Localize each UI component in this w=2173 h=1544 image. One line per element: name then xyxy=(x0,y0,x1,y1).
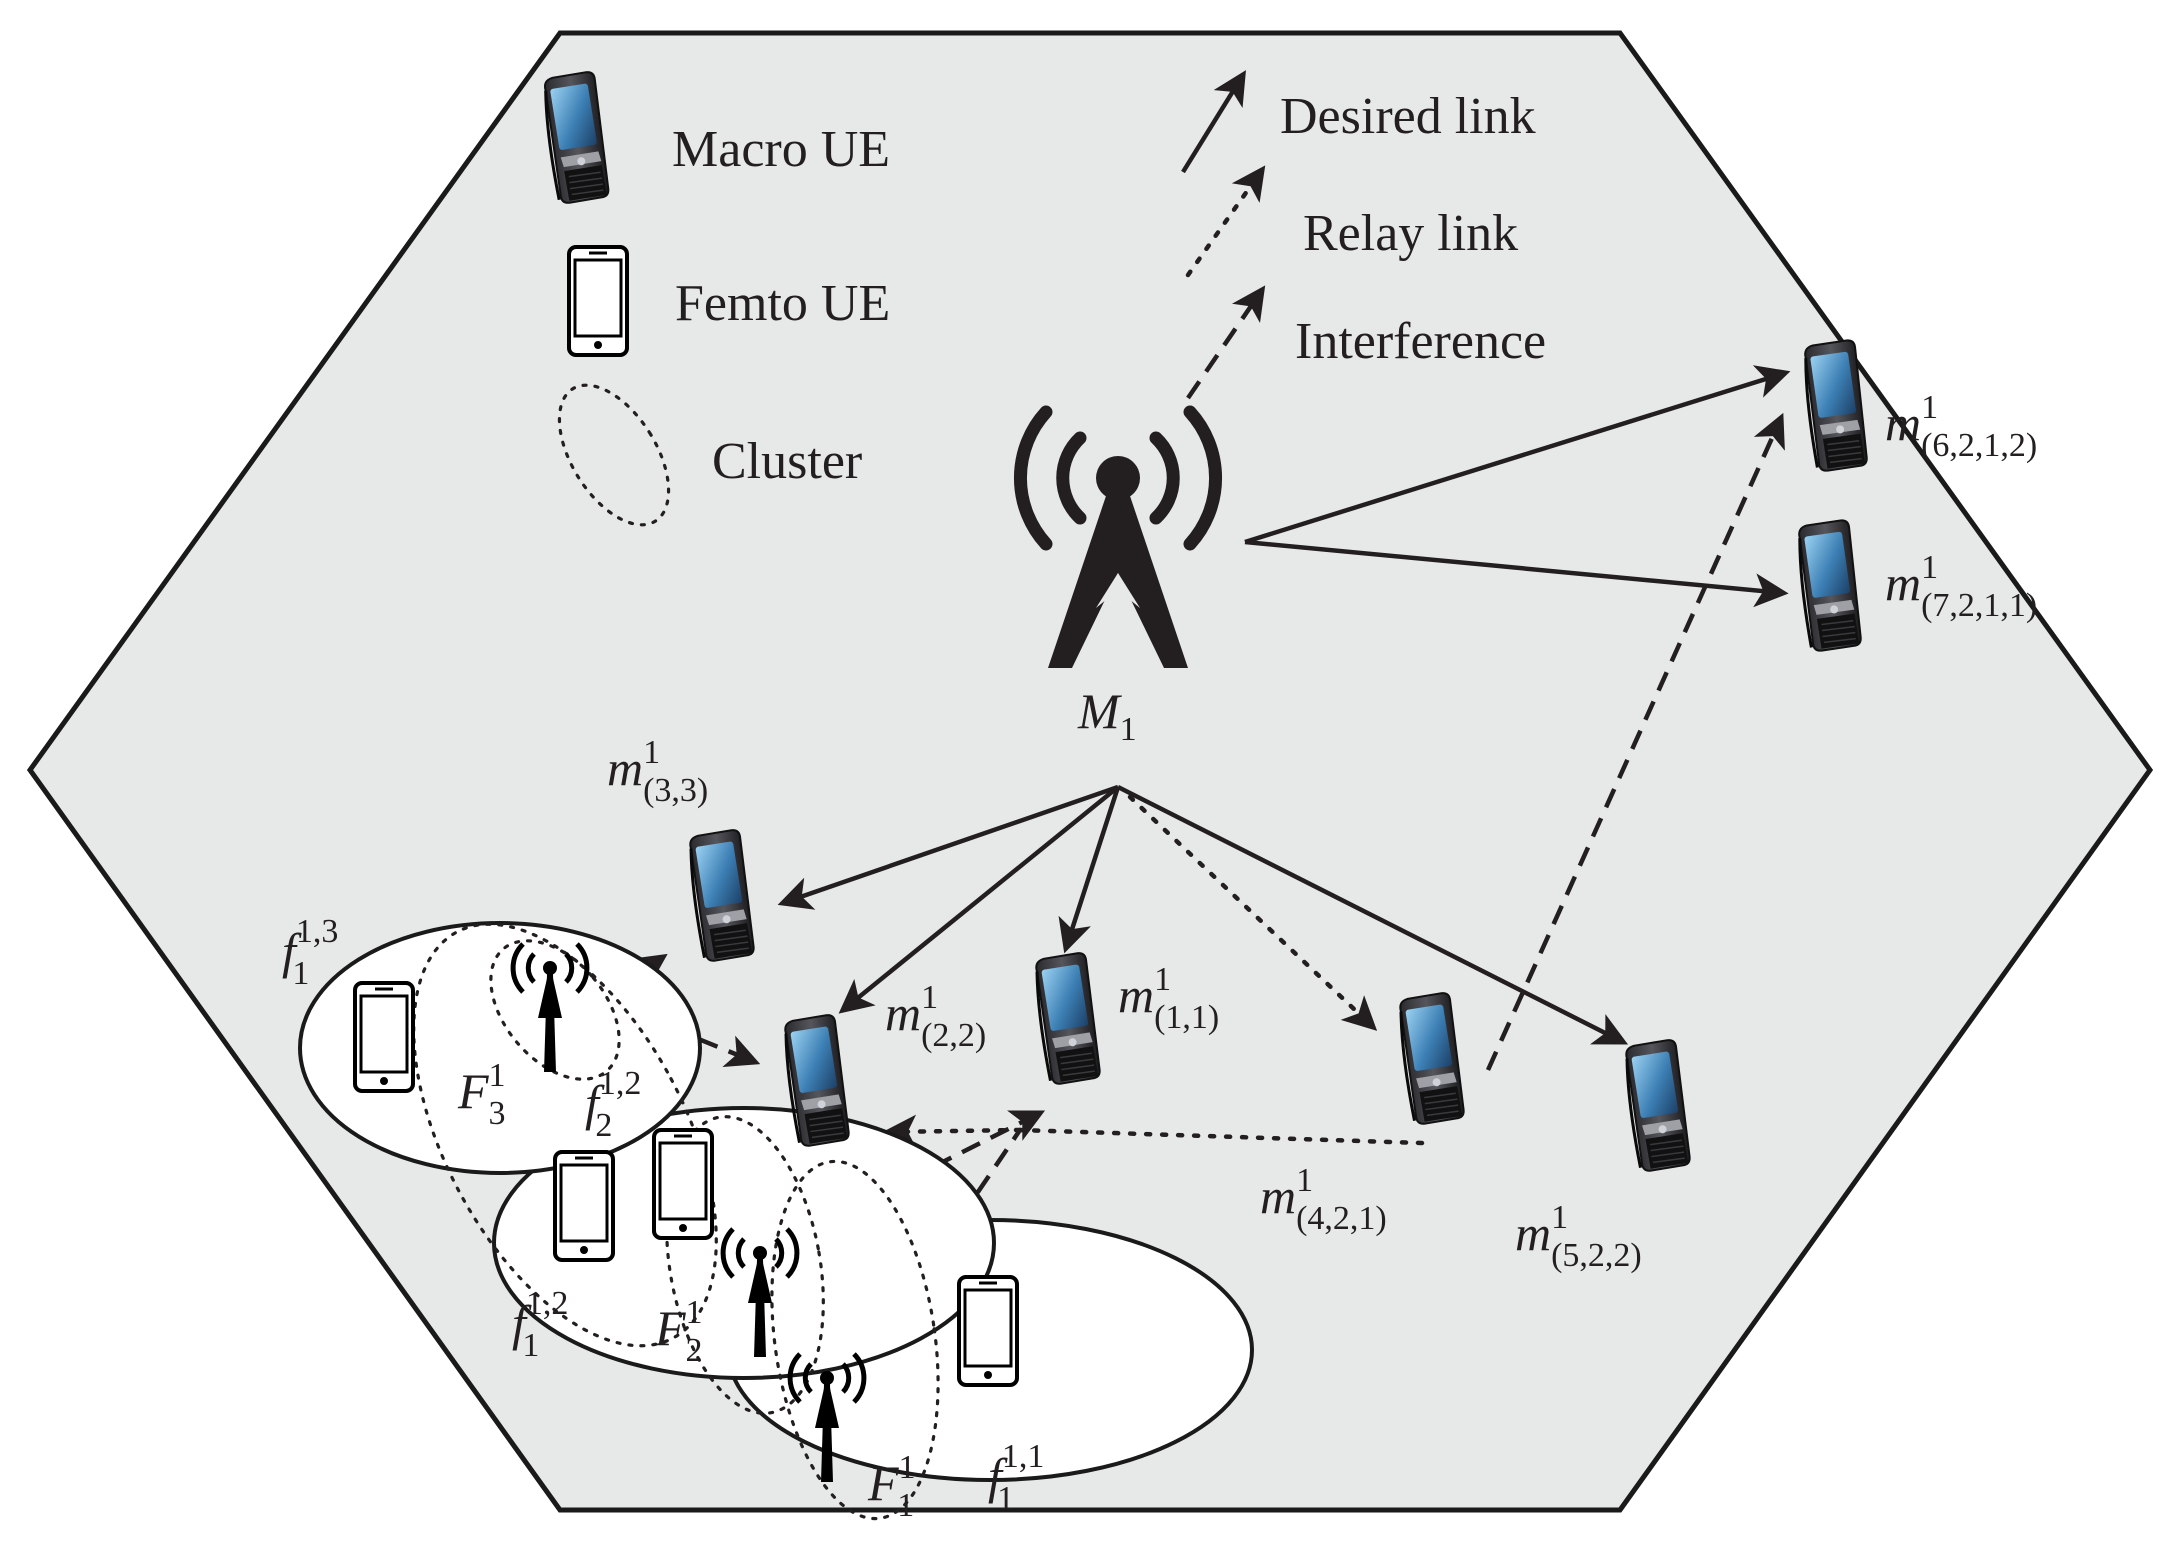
legend-femto-ue-icon xyxy=(567,245,629,357)
label-m622: m1(6,2,1,2) xyxy=(1885,389,2037,464)
legend-interference-label: Interference xyxy=(1295,313,1546,370)
cluster-F2 xyxy=(665,1115,825,1415)
legend-relay-link-arrow xyxy=(1185,165,1266,278)
legend-cluster-icon xyxy=(557,383,671,527)
femto-ue-f13-icon xyxy=(353,981,415,1093)
legend-macro-ue-label: Macro UE xyxy=(672,121,890,178)
macro-bs-label: M1 xyxy=(1077,683,1137,748)
legend-relay-link-label: Relay link xyxy=(1303,205,1518,262)
label-m33: m1(3,3) xyxy=(607,734,708,809)
labels: m1(6,2,1,2) m1(7,2,1,1) m1(3,3) m1(2,2) … xyxy=(282,389,2037,1524)
femto-ue-f12a-icon xyxy=(553,1150,615,1262)
legend: Macro UE Femto UE Cluster Desired link R… xyxy=(541,69,1546,527)
femto-cells xyxy=(298,921,1254,1482)
femto-ue-f11-icon xyxy=(957,1275,1019,1387)
legend-desired-link-label: Desired link xyxy=(1280,88,1536,145)
label-m421: m1(4,2,1) xyxy=(1260,1162,1387,1237)
label-m11: m1(1,1) xyxy=(1118,961,1219,1036)
interference-m421-to-m622 xyxy=(1485,412,1785,1071)
label-m522: m1(5,2,2) xyxy=(1515,1199,1642,1274)
relay-link-to-m22 xyxy=(882,1114,1023,1149)
macro-bs-antenna-icon xyxy=(1096,456,1140,500)
femto-cell-F2 xyxy=(492,1106,996,1380)
links xyxy=(608,365,1791,1380)
desired-link-m11 xyxy=(1058,786,1121,954)
clusters xyxy=(412,922,940,1521)
legend-interference-arrow xyxy=(1186,285,1266,400)
desired-link-m522 xyxy=(1116,784,1629,1045)
label-m721: m1(7,2,1,1) xyxy=(1885,549,2037,624)
legend-desired-link-arrow xyxy=(1181,70,1246,174)
desired-link-m33 xyxy=(777,784,1119,910)
desired-link-m721 xyxy=(1244,539,1789,608)
legend-femto-ue-label: Femto UE xyxy=(675,275,890,332)
legend-cluster-label: Cluster xyxy=(712,433,862,490)
desired-link-m622 xyxy=(1244,365,1791,545)
cluster-F3 xyxy=(489,939,621,1081)
desired-link-m22 xyxy=(838,785,1120,1014)
cluster-F1 xyxy=(770,1159,940,1521)
macro-base-station xyxy=(1013,405,1223,668)
relay-link-m421-to-hub xyxy=(1017,1127,1425,1146)
femto-ue-f12b-icon xyxy=(652,1128,714,1240)
label-m22: m1(2,2) xyxy=(885,979,986,1054)
cluster-F3-F2 xyxy=(412,922,718,1348)
